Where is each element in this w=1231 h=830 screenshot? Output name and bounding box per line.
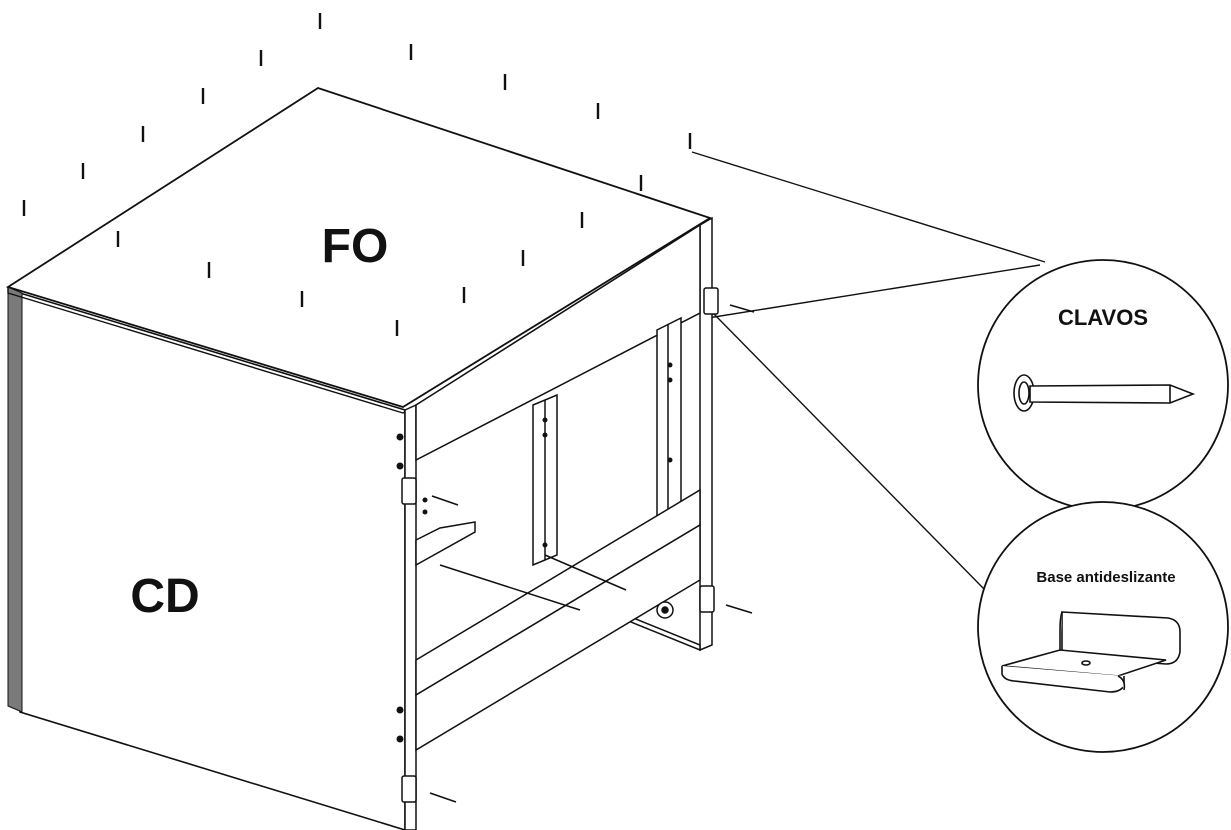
leader-line-nails-1 [691, 151, 1046, 263]
top-rail [415, 223, 701, 462]
callout-nails: CLAVOS [977, 259, 1229, 511]
anti-slip-pads [401, 287, 719, 803]
leader-line-base [711, 311, 986, 591]
nail [725, 604, 753, 614]
nail [431, 495, 459, 506]
nail [729, 304, 755, 313]
nail-illustration-icon [1013, 374, 1196, 412]
panel-hole [396, 735, 404, 743]
callout-base: Base antideslizante [977, 501, 1229, 753]
nail [429, 792, 457, 803]
side-panel-cd [7, 286, 406, 830]
base-pad-illustration-icon [1001, 611, 1181, 693]
panel-hole [396, 433, 404, 441]
rail-hole [667, 377, 673, 383]
rail-hole [542, 417, 548, 423]
callout-nails-title: CLAVOS [1058, 305, 1148, 330]
rail-hole [667, 362, 673, 368]
rail-hole [667, 457, 673, 463]
rail-hole [422, 497, 428, 503]
floor-line [544, 554, 627, 591]
panel-hole [396, 462, 404, 470]
rail-hole [542, 542, 548, 548]
cabinet-frame [404, 216, 713, 830]
anti-slip-pad [699, 585, 715, 613]
rail-hole [542, 432, 548, 438]
callout-base-title: Base antideslizante [1036, 569, 1175, 586]
front-left-upright [404, 403, 417, 830]
leader-lines [691, 151, 1046, 591]
anti-slip-pad [401, 775, 417, 803]
side-panel-edge-strip [7, 286, 23, 713]
pad-nails [429, 304, 755, 803]
anti-slip-pad [401, 477, 417, 505]
anti-slip-pad [703, 287, 719, 315]
roller-hub [661, 606, 669, 614]
top-panel-label: FO [322, 220, 389, 273]
side-panel-label: CD [130, 570, 199, 623]
rail-hole [422, 509, 428, 515]
inner-shelf [415, 521, 476, 567]
panel-hole [396, 706, 404, 714]
floor-line [439, 564, 581, 611]
top-nails [22, 13, 692, 336]
back-right-panel [625, 613, 701, 652]
front-right-upright [699, 216, 713, 652]
leader-line-nails-2 [707, 264, 1041, 319]
